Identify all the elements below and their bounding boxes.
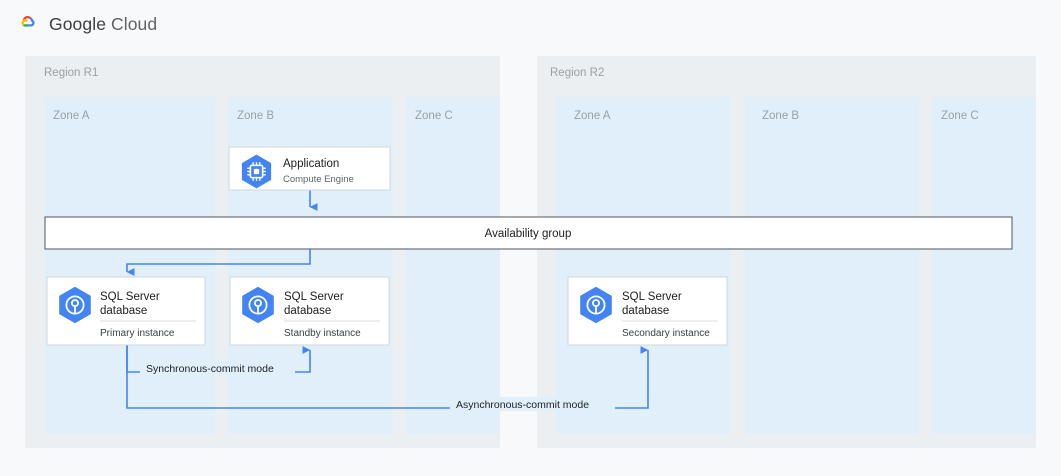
node-sql-server-primary[interactable]: SQL Server database Primary instance — [46, 276, 206, 346]
edge-labels: Synchronous-commit mode Asynchronous-com… — [140, 361, 615, 411]
sql-secondary-title-line2: database — [622, 305, 669, 317]
node-application-compute-engine[interactable]: Application Compute Engine — [228, 146, 391, 191]
region-r2-zone-a-label: Zone A — [574, 110, 611, 122]
region-r2-zone-a-panel — [556, 97, 730, 434]
region-r1-zone-a-panel — [45, 97, 215, 434]
region-r1: Region R1 Zone A Zone B Zone C — [25, 56, 500, 448]
node-sql-server-standby[interactable]: SQL Server database Standby instance — [229, 276, 390, 346]
region-r1-zone-b-label: Zone B — [237, 110, 274, 122]
sql-primary-subtitle: Primary instance — [100, 328, 175, 339]
availability-group-label: Availability group — [485, 228, 572, 240]
edge-sync-commit-label: Synchronous-commit mode — [146, 363, 274, 375]
google-cloud-wordmark: Google Cloud — [49, 14, 157, 35]
wordmark-google: Google — [49, 13, 107, 34]
edge-async-commit — [126, 345, 649, 409]
sql-secondary-subtitle: Secondary instance — [622, 328, 710, 339]
region-r2-zone-b-panel — [745, 97, 919, 434]
region-r1-zone-c-label: Zone C — [415, 110, 453, 122]
sql-standby-subtitle: Standby instance — [284, 328, 361, 339]
sql-primary-title-line2: database — [100, 305, 147, 317]
google-cloud-logo-icon — [21, 15, 35, 27]
availability-group-bar[interactable]: Availability group — [44, 216, 1013, 250]
sql-standby-title-line2: database — [284, 305, 331, 317]
availability-group-box[interactable] — [44, 216, 1013, 250]
sql-primary-title-line1: SQL Server — [100, 291, 160, 303]
application-subtitle: Compute Engine — [283, 174, 354, 185]
region-r1-zone-a-label: Zone A — [53, 110, 90, 122]
region-r2-label: Region R2 — [550, 67, 604, 79]
wordmark-cloud: Cloud — [111, 13, 158, 34]
sql-standby-title-line1: SQL Server — [284, 291, 344, 303]
region-r2-zone-c-label: Zone C — [941, 110, 979, 122]
google-cloud-brand: Google Cloud — [14, 8, 157, 40]
sync-label-backdrop — [140, 361, 295, 375]
application-title: Application — [283, 158, 339, 170]
region-r2-zone-c-panel — [932, 97, 1036, 434]
region-r1-label: Region R1 — [44, 67, 98, 79]
region-r2: Region R2 Zone A Zone B Zone C — [537, 56, 1036, 448]
sql-secondary-title-line1: SQL Server — [622, 291, 682, 303]
node-sql-server-secondary[interactable]: SQL Server database Secondary instance — [567, 276, 728, 346]
edge-availability-group-to-primary — [126, 249, 311, 276]
region-r2-zone-b-label: Zone B — [762, 110, 799, 122]
region-r1-zone-c-panel — [406, 97, 500, 434]
async-label-backdrop — [450, 397, 615, 411]
edge-async-commit-label: Asynchronous-commit mode — [456, 399, 589, 411]
